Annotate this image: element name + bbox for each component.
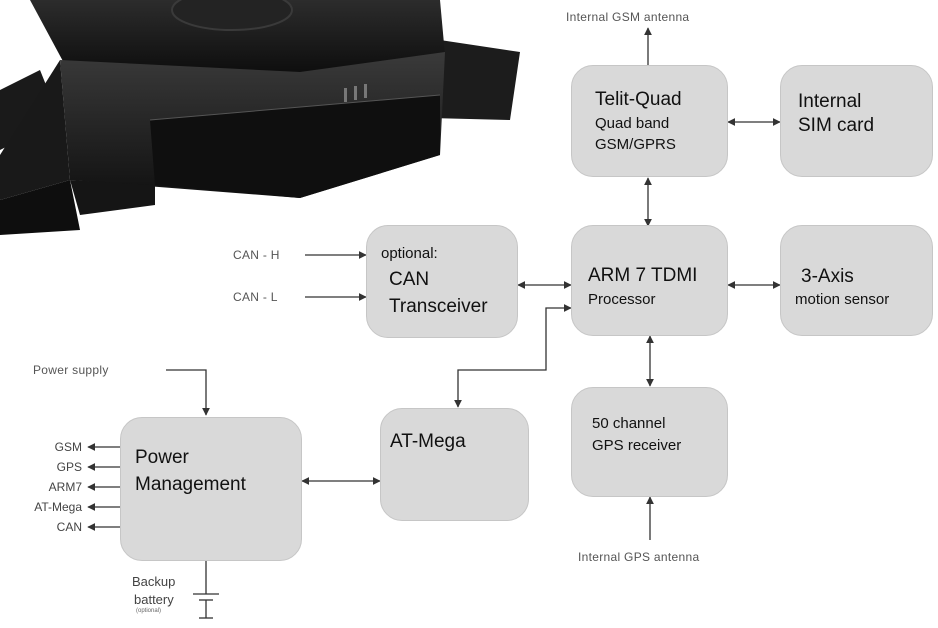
battery-optional-label: (optional) — [136, 608, 162, 614]
output-atmega: AT-Mega — [34, 500, 82, 514]
telit-subtitle: Quad band — [595, 115, 670, 132]
sim-line1: Internal — [798, 91, 862, 112]
power-management-block: Power Management — [120, 417, 302, 561]
gps-receiver-block: 50 channel GPS receiver — [571, 387, 728, 497]
sim-line2: SIM card — [798, 115, 875, 136]
telit-gsm: GSM/GPRS — [595, 136, 676, 153]
atmega-title: AT-Mega — [390, 431, 466, 452]
battery-label: battery — [134, 592, 174, 607]
can-line2: CAN — [389, 269, 430, 290]
power-line1: Power — [135, 447, 189, 468]
telit-gsm-module: Telit-Quad Quad band GSM/GPRS — [571, 65, 728, 177]
can-line3: Transceiver — [389, 296, 488, 317]
sim-card-block: Internal SIM card — [780, 65, 933, 177]
motion-subtitle: motion sensor — [795, 291, 890, 308]
gps-line1: 50 channel — [592, 415, 666, 432]
output-arm7: ARM7 — [48, 480, 82, 494]
gps-antenna-label: Internal GPS antenna — [578, 550, 700, 564]
atmega-block: AT-Mega — [380, 408, 529, 521]
output-gps: GPS — [56, 460, 82, 474]
motion-sensor-block: 3-Axis motion sensor — [780, 225, 933, 336]
can-optional: optional: — [381, 245, 438, 262]
telit-title: Telit-Quad — [595, 89, 682, 110]
can-transceiver-block: optional: CAN Transceiver — [366, 225, 518, 338]
can-l-label: CAN - L — [233, 290, 278, 304]
output-can: CAN — [56, 520, 82, 534]
arm-title: ARM 7 TDMI — [588, 265, 698, 286]
can-h-label: CAN - H — [233, 248, 280, 262]
gsm-antenna-label: Internal GSM antenna — [566, 10, 690, 24]
power-supply-label: Power supply — [33, 363, 109, 377]
output-gsm: GSM — [54, 440, 82, 454]
motion-title: 3-Axis — [801, 266, 854, 287]
gps-line2: GPS receiver — [592, 437, 682, 454]
power-line2: Management — [135, 474, 246, 495]
arm-processor-block: ARM 7 TDMI Processor — [571, 225, 728, 336]
arm-subtitle: Processor — [588, 291, 656, 308]
backup-label: Backup — [132, 574, 176, 589]
